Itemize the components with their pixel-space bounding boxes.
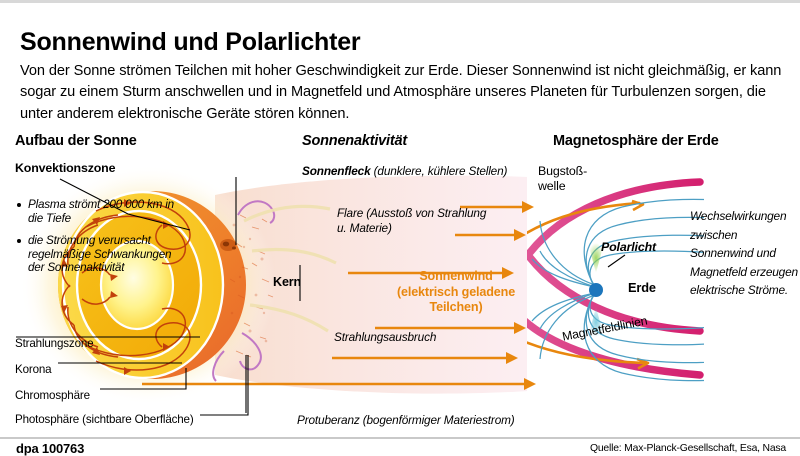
footer-credit: dpa 100763 — [16, 441, 85, 456]
convection-flow-lines — [61, 201, 191, 371]
aurora-north — [588, 243, 604, 273]
label-sunspot-bold: Sonnenfleck — [302, 164, 371, 178]
flare-streams — [243, 204, 337, 333]
footer-source: Quelle: Max-Planck-Gesellschaft, Esa, Na… — [589, 443, 786, 454]
bow-shock-curve-lower — [527, 317, 704, 379]
label-solar-wind-sub: (elektrisch geladene Teilchen) — [396, 284, 516, 315]
sun-bullet-list: Plasma strömt 200 000 km in die Tiefe di… — [15, 198, 175, 284]
magnetic-field-lines — [531, 198, 704, 382]
convection-arrowheads — [61, 199, 170, 375]
leader-lines-middle — [235, 177, 301, 413]
list-item: Plasma strömt 200 000 km in die Tiefe — [15, 198, 175, 225]
label-convection-zone: Konvektionszone — [15, 161, 116, 175]
label-sunspot: Sonnenfleck (dunklere, kühlere Stellen) — [302, 164, 507, 178]
label-core: Kern — [273, 275, 302, 289]
solar-wind-arrows — [142, 205, 530, 386]
earth-dot — [589, 283, 603, 297]
label-earth: Erde — [628, 280, 656, 295]
list-item: die Strömung verursacht regelmäßige Schw… — [15, 234, 175, 275]
label-solar-wind-title: Sonnenwind — [419, 269, 493, 283]
page-title: Sonnenwind und Polarlichter — [20, 27, 361, 56]
aurora-south — [588, 307, 604, 337]
leader-lines-left — [16, 178, 249, 416]
label-bow-shock: Bugstoß- welle — [538, 164, 588, 193]
label-photosphere: Photosphäre (sichtbare Oberfläche) — [15, 413, 194, 426]
magnetosphere-sidenote: Wechselwirkungen zwischen Sonnenwind und… — [690, 209, 798, 298]
footer-rule — [0, 437, 800, 439]
label-prominence: Protuberanz (bogenförmiger Materiestrom) — [297, 413, 515, 427]
magnetosphere-art — [527, 178, 704, 382]
bow-shock-curve — [527, 178, 704, 335]
label-radiative-zone: Strahlungszone — [15, 337, 94, 350]
intro-paragraph: Von der Sonne strömen Teilchen mit hoher… — [20, 62, 782, 122]
label-chromosphere: Chromosphäre — [15, 389, 90, 402]
illustration-stage — [0, 155, 800, 425]
solar-wind-arrowheads — [502, 201, 536, 390]
label-flare: Flare (Ausstoß von Strahlung u. Materie) — [337, 206, 487, 235]
section-heading-activity: Sonnenaktivität — [302, 133, 407, 149]
granulation-texture — [230, 214, 274, 358]
label-corona: Korona — [15, 363, 52, 376]
sunspot — [220, 239, 236, 251]
section-heading-sun: Aufbau der Sonne — [15, 133, 137, 149]
label-sunspot-rest: (dunklere, kühlere Stellen) — [370, 164, 508, 178]
top-rule — [0, 0, 800, 3]
label-aurora: Polarlicht — [601, 240, 656, 254]
sun-core — [101, 241, 173, 329]
label-radiation-burst: Strahlungsausbruch — [334, 330, 437, 344]
solar-wind-field — [215, 175, 528, 394]
label-solar-wind: Sonnenwind (elektrisch geladene Teilchen… — [389, 269, 523, 316]
section-heading-magnetosphere: Magnetosphäre der Erde — [553, 133, 719, 149]
